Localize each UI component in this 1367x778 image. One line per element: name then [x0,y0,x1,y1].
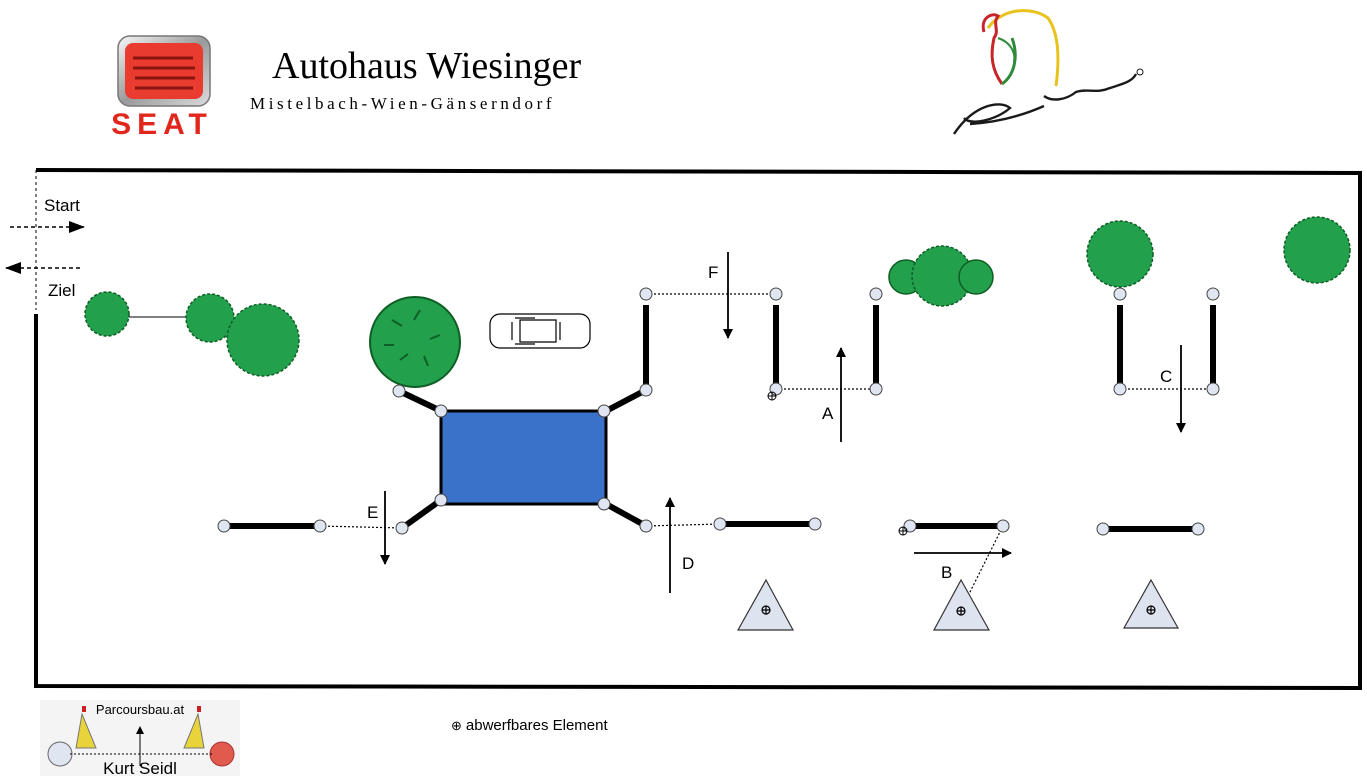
direction-arrows [380,252,1186,593]
jump-poles [224,305,1216,532]
tree-pair [185,293,300,377]
equidream-logo-text: Equidream [1086,115,1091,117]
tree-cluster-top [888,245,994,307]
equidream-logo: Equidream [953,9,1144,135]
tree-top-right-1 [1086,220,1154,288]
tree-small-left [84,291,130,337]
finish-label: Ziel [48,281,75,300]
label-a: A [822,404,834,423]
tree-top-right-2 [1283,216,1351,284]
parcoursbau-logo: Parcoursbau.at Kurt Seidl [40,700,240,776]
dealer-locations: Mistelbach-Wien-Gänserndorf [250,94,556,113]
label-e: E [367,503,378,522]
arena-border [34,168,1362,691]
label-c: C [1160,367,1172,386]
car-obstacle [489,313,591,349]
seat-logo: SEAT [111,35,213,138]
legend: ⊕abwerfbares Element [451,717,608,734]
seat-logo-text: SEAT [111,108,213,138]
label-f: F [708,263,718,282]
label-d: D [682,554,694,573]
posts [217,287,1220,536]
course-diagram: Start Ziel [5,168,1362,691]
label-b: B [941,563,952,582]
water-obstacle [439,409,608,506]
knockdown-markers [767,391,908,536]
tree-large-center [369,296,461,388]
start-label: Start [44,196,80,215]
water-wings [397,387,648,531]
cone-obstacles [736,578,1180,631]
parcoursbau-bottom-text: Kurt Seidl [103,759,177,776]
parcoursbau-top-text: Parcoursbau.at [96,702,185,717]
legend-text: abwerfbares Element [465,717,608,734]
knockdown-symbol-icon: ⊕ [451,718,462,733]
dealer-name: Autohaus Wiesinger [272,45,582,87]
